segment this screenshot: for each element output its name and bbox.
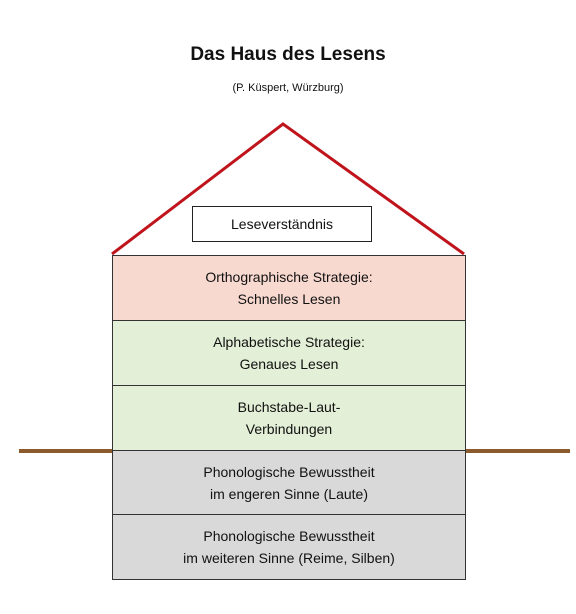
layer-line: Schnelles Lesen	[237, 291, 341, 307]
layer-line: Genaues Lesen	[239, 356, 339, 372]
layer-line: Verbindungen	[245, 421, 333, 437]
ground-line-right	[466, 449, 570, 453]
house-body: Orthographische Strategie: Schnelles Les…	[112, 255, 466, 580]
layer-phonological-awareness-broad: Phonologische Bewusstheit im weiteren Si…	[113, 515, 465, 579]
layer-line: Orthographische Strategie:	[205, 269, 373, 285]
reading-comprehension-box: Leseverständnis	[192, 206, 372, 242]
layer-line: Buchstabe-Laut-	[237, 399, 341, 415]
layer-line: Phonologische Bewusstheit	[203, 528, 375, 544]
layer-alphabetic-strategy: Alphabetische Strategie: Genaues Lesen	[113, 321, 465, 386]
layer-orthographic-strategy: Orthographische Strategie: Schnelles Les…	[113, 256, 465, 321]
layer-phonological-awareness-narrow: Phonologische Bewusstheit im engeren Sin…	[113, 451, 465, 515]
reading-comprehension-label: Leseverständnis	[231, 216, 333, 232]
layer-letter-sound-connections: Buchstabe-Laut- Verbindungen	[113, 386, 465, 451]
diagram-subtitle: (P. Küspert, Würzburg)	[232, 82, 344, 94]
diagram-title: Das Haus des Lesens	[190, 44, 386, 65]
layer-line: Alphabetische Strategie:	[213, 334, 365, 350]
layer-line: im engeren Sinne (Laute)	[210, 485, 368, 502]
layer-line: Phonologische Bewusstheit	[203, 463, 375, 480]
layer-line: im weiteren Sinne (Reime, Silben)	[183, 550, 395, 566]
roof-outline	[111, 122, 465, 256]
ground-line-left	[19, 449, 112, 453]
